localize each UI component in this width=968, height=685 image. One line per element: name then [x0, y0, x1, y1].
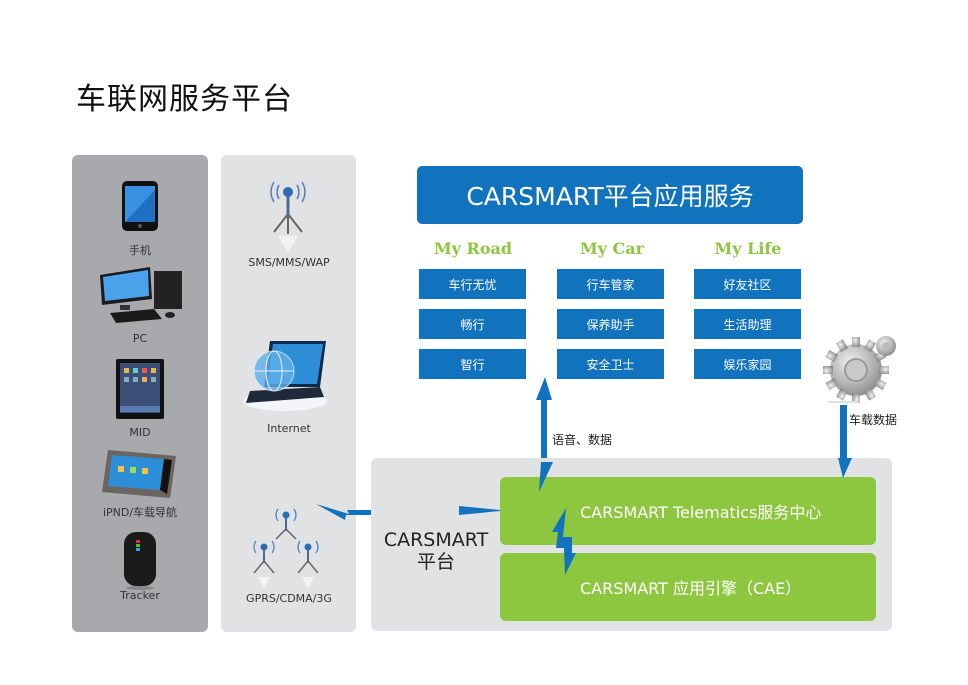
gear-shadow — [828, 401, 858, 403]
laptop-globe-icon — [243, 341, 327, 411]
app-services-header: CARSMART平台应用服务 — [417, 166, 803, 224]
tablet-icon — [116, 359, 164, 419]
vehicle-data-label: 车载数据 — [849, 413, 898, 427]
service-item[interactable]: 畅行 — [419, 309, 526, 339]
category-my-car: My Car — [579, 239, 645, 258]
page-title: 车联网服务平台 — [76, 82, 293, 117]
telematics-center-label: CARSMART Telematics服务中心 — [580, 503, 822, 522]
service-item[interactable]: 安全卫士 — [557, 349, 664, 379]
antenna-cluster-icon — [253, 508, 319, 589]
category-my-life: My Life — [714, 239, 782, 258]
voice-data-label: 语音、数据 — [552, 433, 613, 447]
service-item[interactable]: 行车管家 — [557, 269, 664, 299]
service-item[interactable]: 车行无忧 — [419, 269, 526, 299]
category-my-road: My Road — [433, 239, 513, 258]
network-label-sms: SMS/MMS/WAP — [248, 256, 330, 269]
device-label-phone: 手机 — [129, 244, 151, 257]
telematics-center-box[interactable]: CARSMART Telematics服务中心 — [500, 477, 876, 545]
antenna-icon — [270, 181, 306, 252]
gear-icon — [823, 336, 896, 403]
network-label-internet: Internet — [267, 422, 311, 435]
gps-tracker-icon — [124, 532, 156, 590]
service-item[interactable]: 智行 — [419, 349, 526, 379]
service-item[interactable]: 保养助手 — [557, 309, 664, 339]
service-item[interactable]: 好友社区 — [694, 269, 801, 299]
platform-label-line2: 平台 — [416, 551, 455, 573]
device-label-tracker: Tracker — [120, 589, 160, 602]
service-item[interactable]: 生活助理 — [694, 309, 801, 339]
platform-label-line1: CARSMART — [383, 529, 489, 551]
smartphone-icon — [122, 181, 158, 231]
device-label-pc: PC — [132, 332, 148, 345]
app-engine-label: CARSMART 应用引擎（CAE） — [580, 579, 802, 598]
device-label-navigator: iPND/车载导航 — [102, 506, 178, 519]
car-navigator-icon — [102, 450, 176, 498]
app-engine-box[interactable]: CARSMART 应用引擎（CAE） — [500, 553, 876, 621]
device-label-mid: MID — [129, 426, 151, 439]
desktop-pc-icon — [100, 267, 182, 323]
platform-label: CARSMART 平台 — [372, 529, 500, 573]
service-item[interactable]: 娱乐家园 — [694, 349, 801, 379]
network-label-gprs: GPRS/CDMA/3G — [246, 592, 332, 605]
